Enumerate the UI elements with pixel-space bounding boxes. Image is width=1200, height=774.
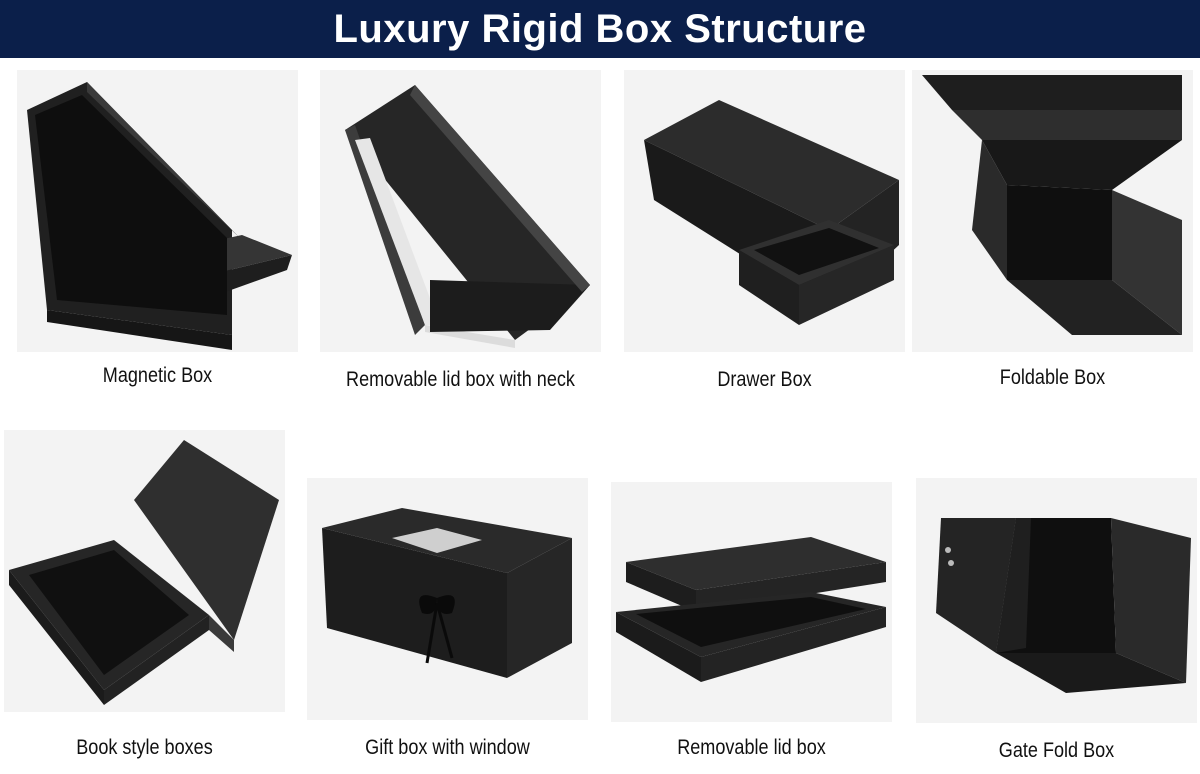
- gate-fold-box-icon: [916, 478, 1197, 723]
- window-gift-box-icon: [307, 478, 588, 720]
- drawer-box-icon: [624, 70, 905, 352]
- caption-window-gift-box: Gift box with window: [365, 736, 530, 759]
- caption-gate-fold-box: Gate Fold Box: [998, 739, 1115, 762]
- caption-book-style-box: Book style boxes: [76, 736, 213, 759]
- magnetic-box-icon: [17, 70, 298, 352]
- page-title: Luxury Rigid Box Structure: [333, 6, 867, 51]
- caption-foldable-box: Foldable Box: [999, 366, 1106, 389]
- caption-magnetic-box: Magnetic Box: [102, 364, 213, 387]
- book-style-box-icon: [4, 430, 285, 712]
- title-banner: Luxury Rigid Box Structure: [0, 0, 1200, 58]
- caption-neck-lid-box: Removable lid box with neck: [346, 368, 575, 391]
- removable-lid-box-icon: [611, 482, 892, 722]
- foldable-box-icon: [912, 70, 1193, 352]
- caption-drawer-box: Drawer Box: [717, 368, 812, 391]
- caption-removable-lid-box: Removable lid box: [677, 736, 826, 759]
- neck-lid-box-icon: [320, 70, 601, 352]
